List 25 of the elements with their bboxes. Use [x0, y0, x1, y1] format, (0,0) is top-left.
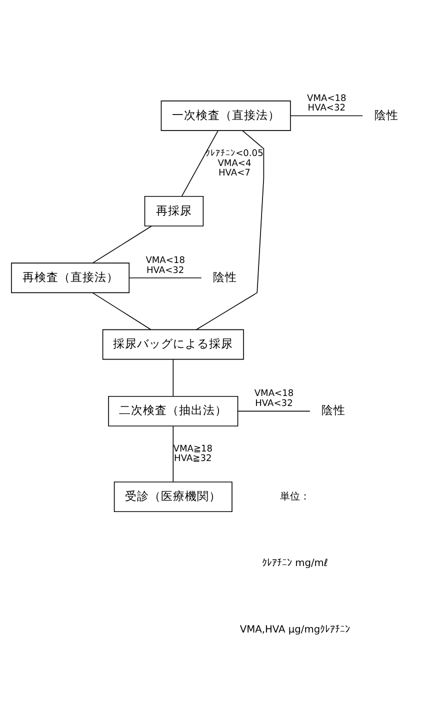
node-box: 再採尿: [144, 196, 204, 226]
node-box: 受診（医療機関）: [114, 482, 232, 512]
node-text: 陰性: [213, 270, 238, 284]
connector: [92, 292, 152, 330]
connector: [172, 359, 174, 397]
connector: [128, 277, 202, 278]
node-box: 再検査（直接法）: [11, 262, 130, 294]
node-box: 二次検査（抽出法）: [108, 396, 238, 426]
edge-label: VMA<18 HVA<32: [254, 389, 294, 410]
connector: [290, 115, 363, 116]
node-box: 一次検査（直接法）: [160, 100, 291, 131]
connector: [238, 410, 310, 412]
edge-label: VMA<18 HVA<32: [307, 94, 346, 114]
connector: [172, 426, 174, 482]
node-text: 陰性: [374, 108, 398, 122]
connector: [181, 130, 218, 197]
label: ｸﾚｱﾁﾆﾝ mg/mℓ: [262, 558, 328, 570]
connector: [92, 226, 152, 264]
node-box: 採尿バッグによる採尿: [102, 329, 244, 360]
connector: [196, 130, 264, 330]
edge-label: VMA≧18 HVA≧32: [173, 444, 213, 464]
label: 単位：: [280, 491, 310, 502]
label: VMA,HVA μg/mgｸﾚｱﾁﾆﾝ: [240, 624, 350, 636]
edge-label: VMA<18 HVA<32: [146, 256, 185, 276]
node-text: 陰性: [322, 403, 346, 418]
